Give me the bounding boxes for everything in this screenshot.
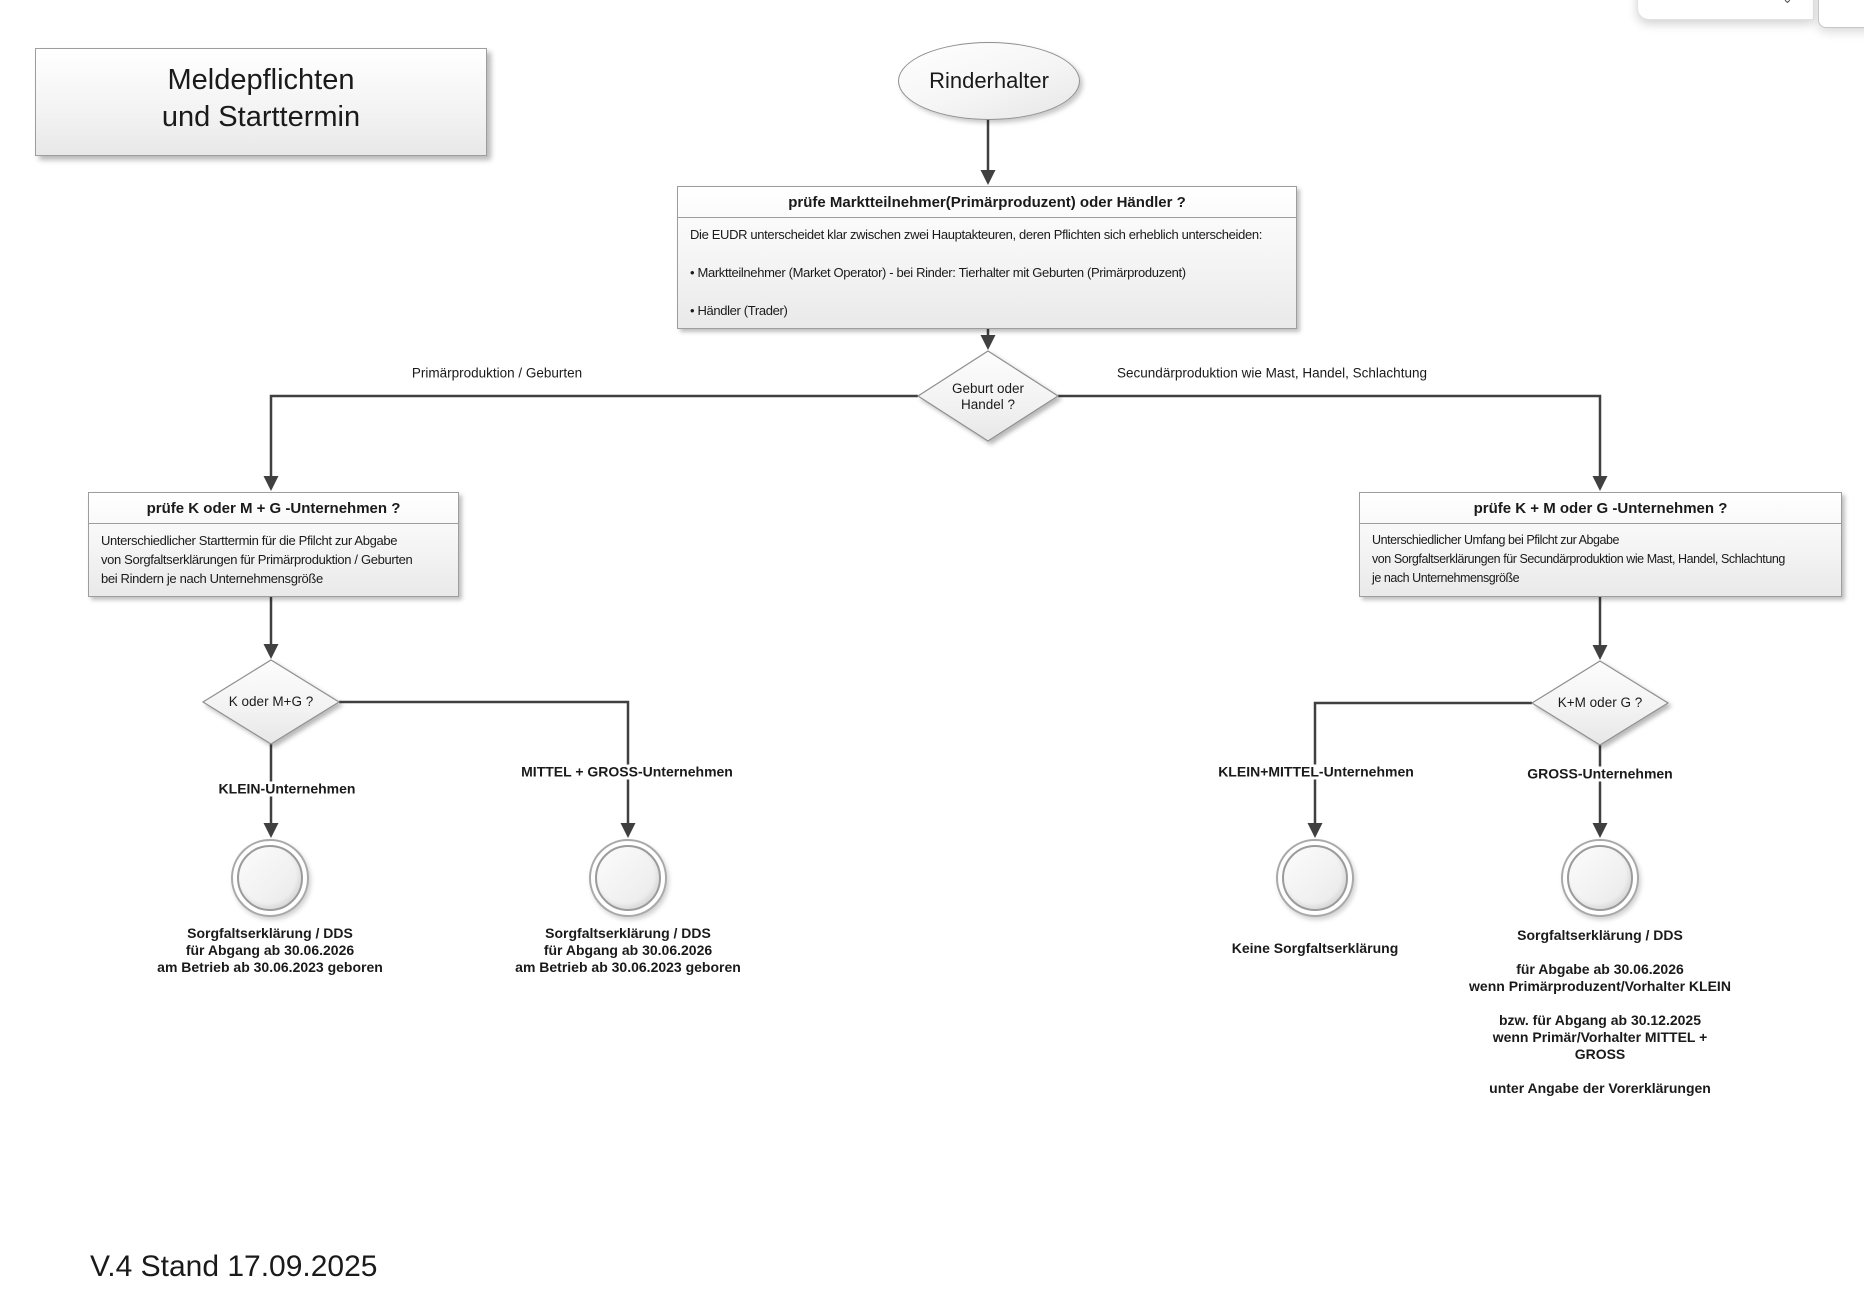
check-secondary-title: prüfe K + M oder G -Unternehmen ?	[1360, 493, 1841, 524]
decision-geburt-handel-shape	[916, 350, 1060, 442]
connector-mittel-gross	[339, 700, 636, 838]
check-actor-line3: • Händler (Trader)	[690, 303, 788, 318]
start-node-label: Rinderhalter	[929, 68, 1049, 93]
decision-geburt-handel-label: Geburt oder Handel ?	[951, 381, 1025, 412]
check-actor-line2: • Marktteilnehmer (Market Operator) - be…	[690, 265, 1186, 280]
result-caption-gross: Sorgfaltserklärung / DDS für Abgabe ab 3…	[1469, 927, 1731, 1096]
decision-km-g-shape	[1530, 660, 1670, 746]
check-actor-box: prüfe Marktteilnehmer(Primärproduzent) o…	[677, 186, 1297, 329]
terminal-node-gross-inner	[1567, 845, 1633, 911]
branch-label-secondary: Secundärproduktion wie Mast, Handel, Sch…	[1114, 365, 1430, 381]
check-primary-box: prüfe K oder M + G -Unternehmen ? Unters…	[88, 492, 459, 597]
branch-label-gross: GROSS-Unternehmen	[1524, 766, 1676, 782]
check-secondary-box: prüfe K + M oder G -Unternehmen ? Unters…	[1359, 492, 1842, 597]
connector-klein-mittel	[1307, 701, 1532, 838]
branch-label-mittel-gross: MITTEL + GROSS-Unternehmen	[518, 764, 736, 780]
terminal-node-mittel-gross-inner	[595, 845, 661, 911]
check-primary-title: prüfe K oder M + G -Unternehmen ?	[89, 493, 458, 524]
decision-k-mg-shape	[201, 659, 341, 745]
connector-secondary-branch	[1058, 394, 1608, 491]
start-node-rinderhalter: Rinderhalter	[898, 42, 1080, 120]
result-caption-klein-mittel: Keine Sorgfaltserklärung	[1231, 940, 1399, 956]
terminal-node-gross	[1561, 839, 1639, 917]
title-box: Meldepflichten und Starttermin	[35, 48, 487, 156]
terminal-node-mittel-gross	[589, 839, 667, 917]
branch-label-primary: Primärproduktion / Geburten	[408, 365, 586, 381]
branch-label-klein: KLEIN-Unternehmen	[215, 781, 359, 797]
branch-label-klein-mittel: KLEIN+MITTEL-Unternehmen	[1215, 764, 1417, 780]
check-actor-line1: Die EUDR unterscheidet klar zwischen zwe…	[690, 227, 1263, 242]
decision-k-mg-label: K oder M+G ?	[228, 694, 314, 709]
result-caption-mittel-gross: Sorgfaltserklärung / DDS für Abgang ab 3…	[515, 925, 741, 975]
check-actor-body: Die EUDR unterscheidet klar zwischen zwe…	[678, 218, 1296, 328]
terminal-node-klein-mittel-inner	[1282, 845, 1348, 911]
check-primary-body: Unterschiedlicher Starttermin für die Pf…	[101, 533, 413, 586]
terminal-node-klein-mittel	[1276, 839, 1354, 917]
terminal-node-klein	[231, 839, 309, 917]
popup-button[interactable]	[1818, 0, 1864, 28]
result-caption-klein: Sorgfaltserklärung / DDS für Abgang ab 3…	[157, 925, 383, 975]
popup-fragment	[1637, 0, 1814, 20]
check-actor-title: prüfe Marktteilnehmer(Primärproduzent) o…	[678, 187, 1296, 218]
check-secondary-body: Unterschiedlicher Umfang bei Pfilcht zur…	[1372, 533, 1785, 585]
terminal-node-klein-inner	[237, 845, 303, 911]
connector-primary-branch	[263, 394, 918, 491]
version-note: V.4 Stand 17.09.2025	[90, 1250, 378, 1283]
chevron-down-icon: ⌄	[1782, 0, 1793, 7]
decision-km-g-label: K+M oder G ?	[1557, 695, 1643, 710]
page-title: Meldepflichten und Starttermin	[161, 64, 361, 133]
